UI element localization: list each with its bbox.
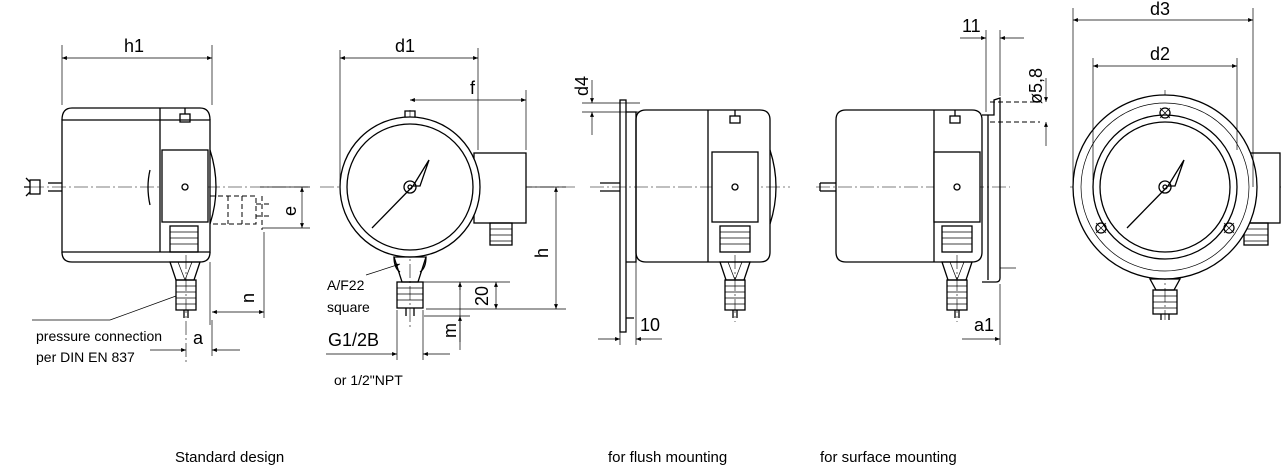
front-view-standard: d1 f h 20 m G1/2B or 1/2"NPT A/F22 squar… [320, 36, 575, 388]
dim-11: 11 [962, 16, 981, 36]
side-view-surface-mounting: 11 ø5,8 a1 [816, 16, 1048, 345]
note-pressure-connection: pressure connection [36, 328, 162, 344]
caption-flush-mounting: for flush mounting [608, 449, 727, 466]
dim-d3: d3 [1150, 0, 1170, 19]
caption-surface-mounting: for surface mounting [820, 449, 957, 466]
side-view-flush-mounting: d4 10 [572, 76, 790, 345]
note-square: square [327, 299, 370, 315]
dim-h1: h1 [124, 36, 144, 56]
dim-d1: d1 [395, 36, 415, 56]
dim-20: 20 [472, 286, 492, 306]
dim-f: f [470, 78, 476, 98]
front-view-surface-mounting: d3 d2 [1070, 0, 1281, 320]
note-af22: A/F22 [327, 277, 365, 293]
dim-d4: d4 [572, 76, 592, 96]
dim-h: h [532, 248, 552, 258]
side-view-standard: h1 e n a pressure connection per DIN EN … [24, 36, 310, 365]
note-npt: or 1/2"NPT [334, 372, 403, 388]
dim-10: 10 [640, 315, 660, 335]
dim-n: n [238, 293, 258, 303]
dim-d2: d2 [1150, 44, 1170, 64]
dim-a: a [193, 328, 204, 348]
dim-a1: a1 [974, 315, 994, 335]
dim-e: e [280, 206, 300, 216]
dim-m: m [440, 323, 460, 338]
caption-standard-design: Standard design [175, 449, 284, 466]
dim-bore-5-8: ø5,8 [1026, 68, 1046, 104]
dim-g12b: G1/2B [328, 330, 379, 350]
note-din-standard: per DIN EN 837 [36, 349, 135, 365]
